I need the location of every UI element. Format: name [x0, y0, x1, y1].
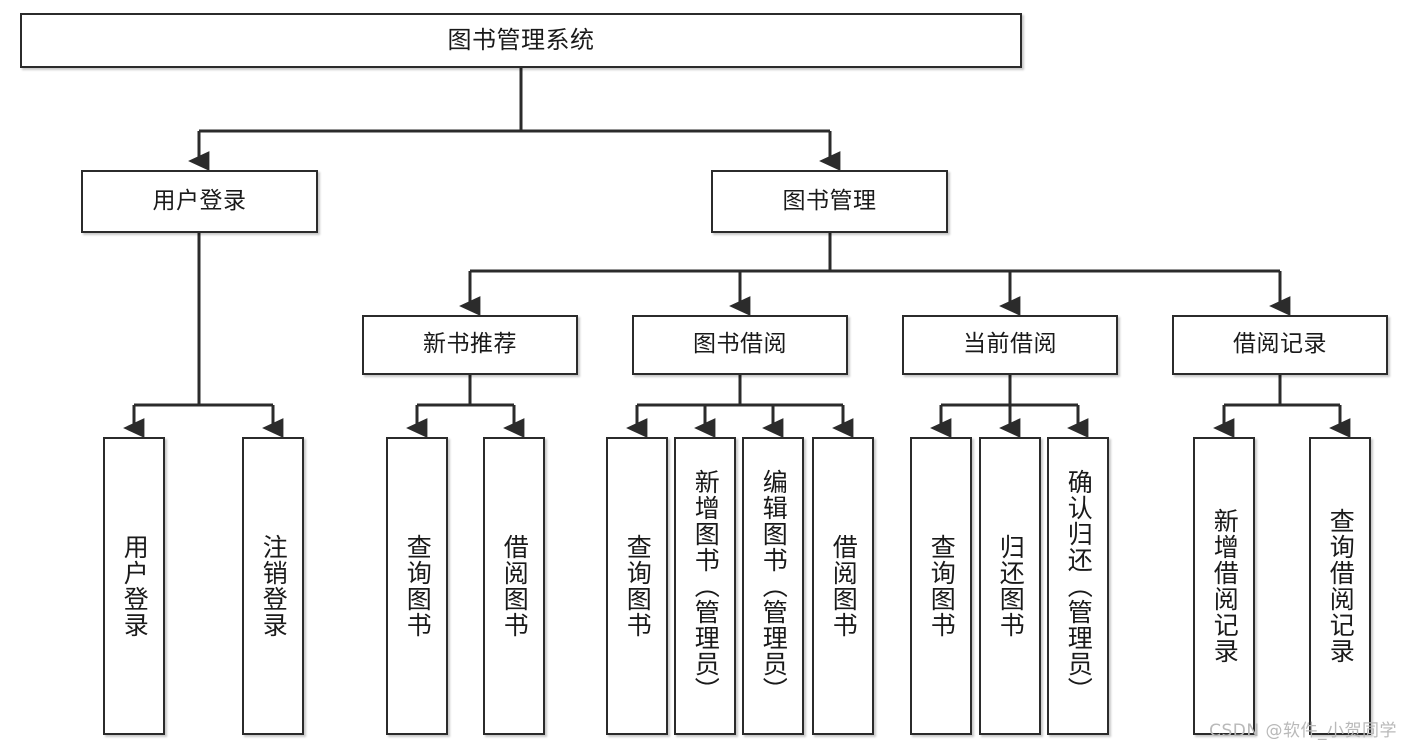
leaf-confirm-return-admin[interactable]: 确认归还（管理员） [1047, 437, 1109, 735]
node-root-book-management-system[interactable]: 图书管理系统 [20, 13, 1022, 68]
csdn-watermark: CSDN @软件_小贺同学 [1209, 721, 1397, 741]
node-label: 图书管理 [782, 187, 877, 214]
leaf-return-book[interactable]: 归还图书 [979, 437, 1041, 735]
node-label: 用户登录 [120, 534, 150, 638]
leaf-query-book-borrow[interactable]: 查询图书 [606, 437, 668, 735]
leaf-query-borrow-record[interactable]: 查询借阅记录 [1309, 437, 1371, 735]
node-label: 注销登录 [259, 534, 289, 638]
node-label: 确认归还（管理员） [1064, 469, 1094, 703]
node-label: 新增图书（管理员） [691, 469, 721, 703]
node-book-borrow[interactable]: 图书借阅 [632, 315, 848, 375]
leaf-user-login[interactable]: 用户登录 [103, 437, 165, 735]
node-label: 借阅图书 [500, 534, 530, 638]
node-label: 用户登录 [152, 187, 247, 214]
leaf-logout[interactable]: 注销登录 [242, 437, 304, 735]
leaf-add-book-admin[interactable]: 新增图书（管理员） [674, 437, 736, 735]
node-label: 图书管理系统 [447, 26, 595, 55]
leaf-borrow-book-new-book[interactable]: 借阅图书 [483, 437, 545, 735]
node-book-management[interactable]: 图书管理 [711, 170, 948, 233]
node-new-book-recommendation[interactable]: 新书推荐 [362, 315, 578, 375]
leaf-edit-book-admin[interactable]: 编辑图书（管理员） [742, 437, 804, 735]
leaf-borrow-book-borrow[interactable]: 借阅图书 [812, 437, 874, 735]
leaf-add-borrow-record[interactable]: 新增借阅记录 [1193, 437, 1255, 735]
node-label: 借阅记录 [1233, 331, 1327, 358]
node-label: 新增借阅记录 [1210, 508, 1240, 664]
leaf-query-book-new-book[interactable]: 查询图书 [386, 437, 448, 735]
node-current-borrow[interactable]: 当前借阅 [902, 315, 1118, 375]
node-label: 借阅图书 [829, 534, 859, 638]
node-label: 新书推荐 [423, 331, 517, 358]
node-label: 查询图书 [927, 534, 957, 638]
node-label: 查询借阅记录 [1326, 508, 1356, 664]
node-label: 查询图书 [623, 534, 653, 638]
leaf-query-book-current[interactable]: 查询图书 [910, 437, 972, 735]
node-label: 当前借阅 [963, 331, 1057, 358]
node-label: 查询图书 [403, 534, 433, 638]
node-label: 归还图书 [996, 534, 1026, 638]
node-borrow-record[interactable]: 借阅记录 [1172, 315, 1388, 375]
node-label: 图书借阅 [693, 331, 787, 358]
node-label: 编辑图书（管理员） [759, 469, 789, 703]
node-user-login[interactable]: 用户登录 [81, 170, 318, 233]
